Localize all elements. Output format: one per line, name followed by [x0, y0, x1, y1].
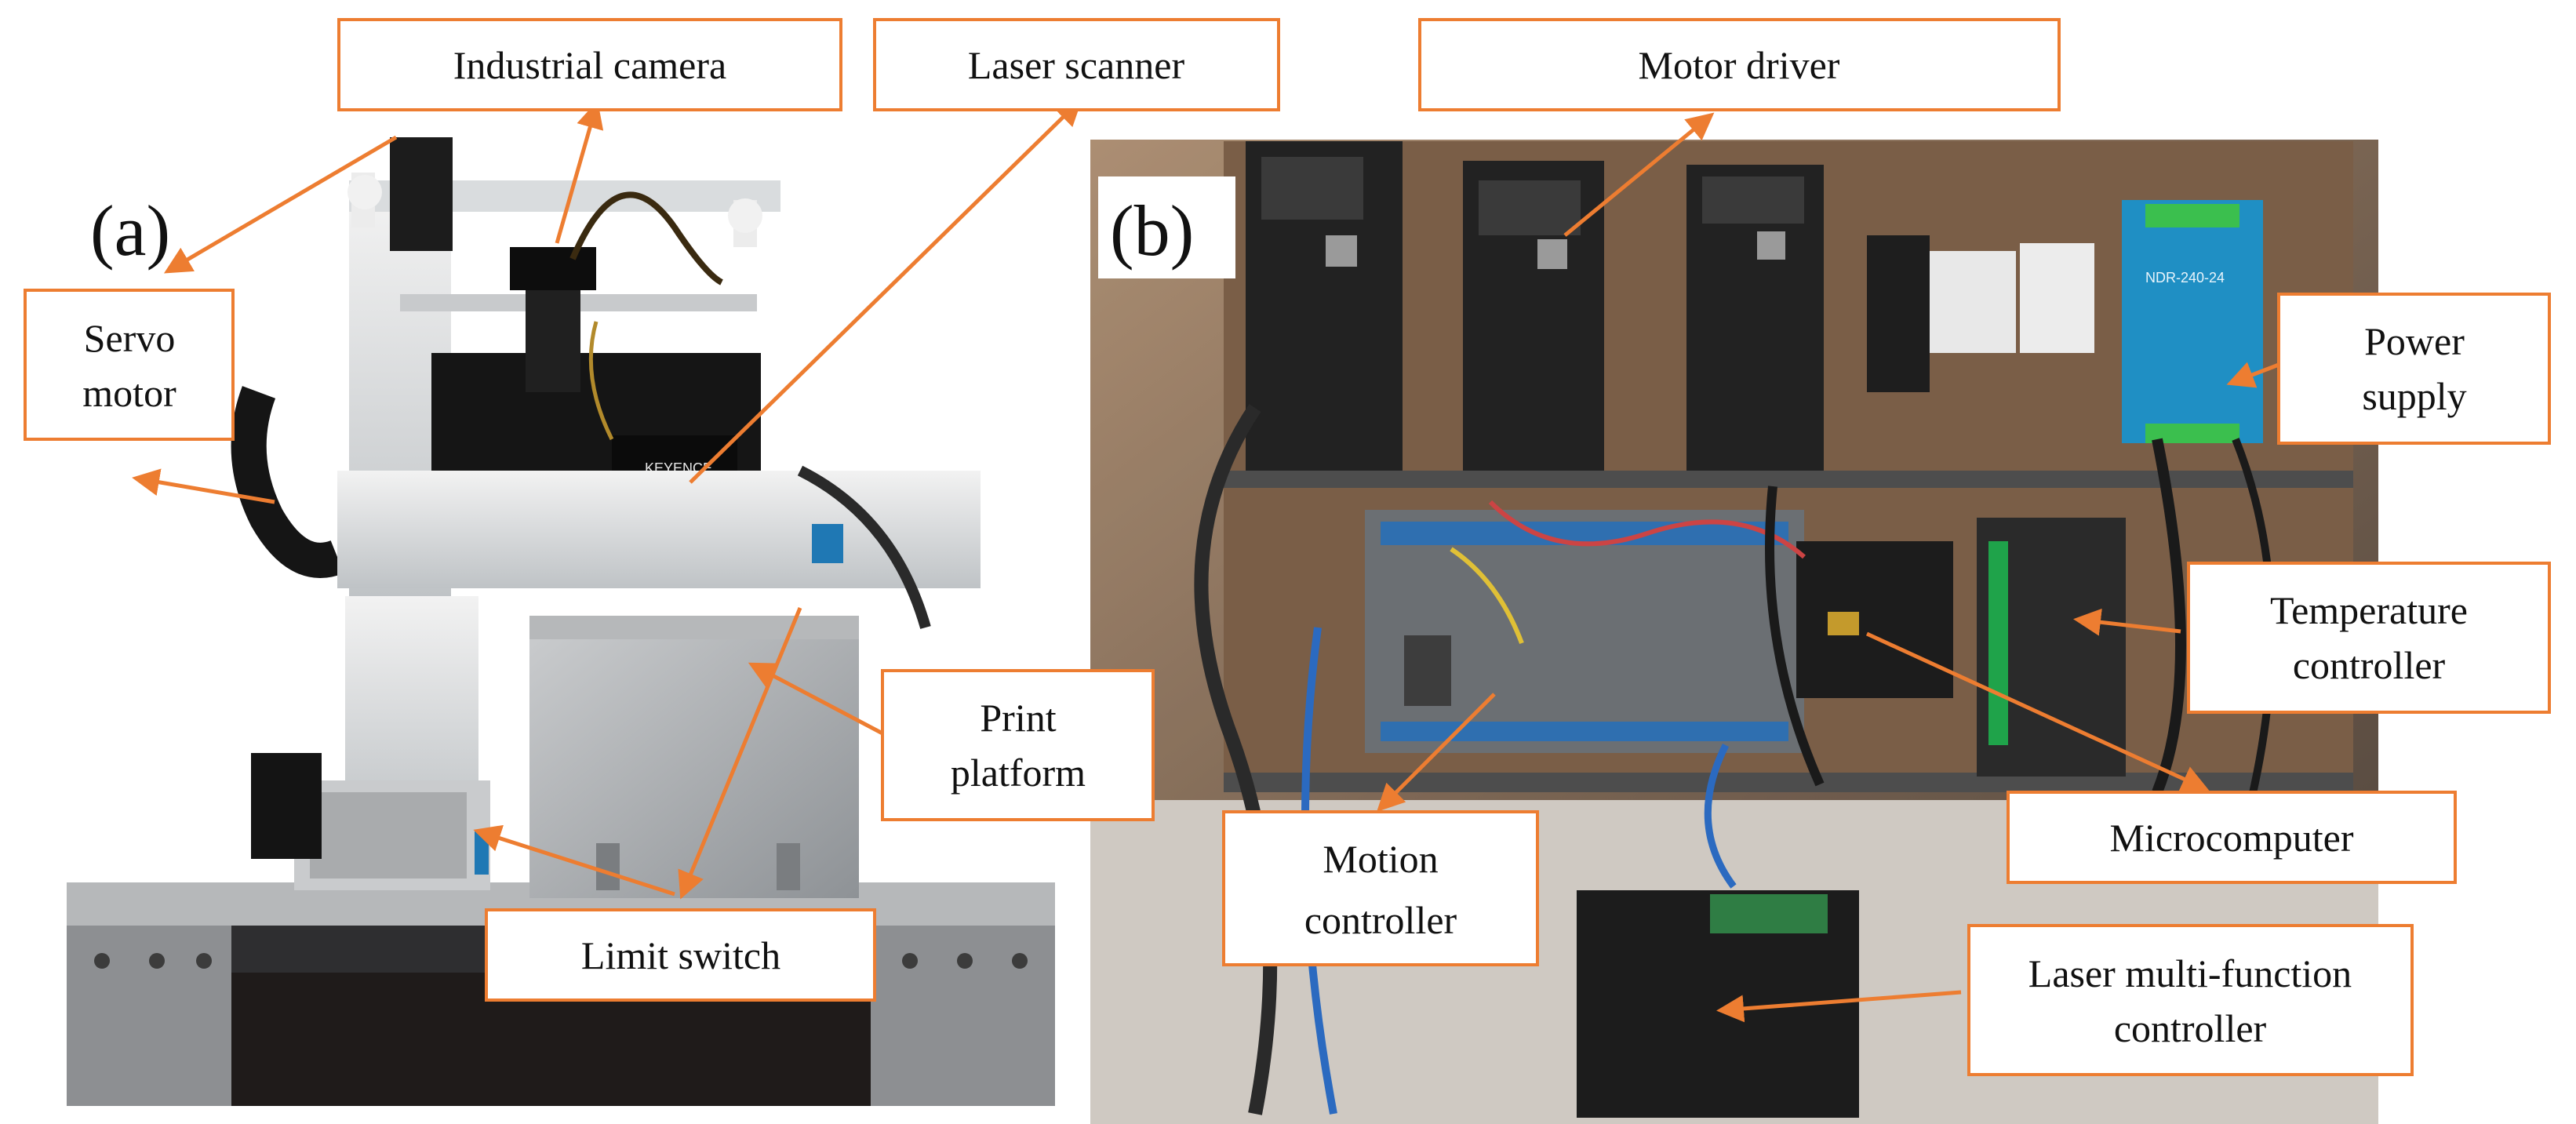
callout-servo-motor-box	[24, 289, 235, 441]
arrow-servo-side	[132, 468, 275, 504]
callout-industrial-camera-box	[337, 18, 842, 111]
arrow-print-platform-2	[678, 607, 802, 900]
callout-print-platform-box	[881, 669, 1155, 821]
panel-label-b-bg	[1098, 176, 1235, 278]
callout-print-platform-line1: Print	[980, 696, 1056, 740]
arrow-motor-driver	[1563, 112, 1715, 237]
panel-label-b: (b)	[1110, 191, 1194, 271]
callout-print-platform-line2: platform	[951, 751, 1086, 795]
arrow-microcomputer	[1865, 631, 2210, 792]
callout-servo-motor-line2: motor	[82, 371, 176, 415]
arrow-laser-scanner	[689, 98, 1082, 484]
callout-motion-controller-line2: controller	[1304, 898, 1457, 942]
psu	[2122, 200, 2263, 443]
callout-motor-driver-box	[1418, 18, 2061, 111]
callout-laser-multifunction-line1: Laser multi-function	[2028, 951, 2352, 995]
callout-laser-scanner: Laser scanner	[968, 43, 1185, 87]
callout-temperature-controller-line1: Temperature	[2270, 588, 2468, 632]
panel-label-a: (a)	[90, 191, 170, 271]
arrow-power-supply	[2226, 362, 2279, 388]
callout-limit-switch: Limit switch	[581, 933, 780, 977]
callout-microcomputer: Microcomputer	[2109, 816, 2353, 860]
callout-temperature-controller-box	[2187, 562, 2551, 714]
callout-industrial-camera: Industrial camera	[453, 43, 726, 87]
arrow-print-platform-1	[748, 662, 884, 736]
callout-laser-scanner-box	[873, 18, 1280, 111]
callout-motion-controller-line1: Motion	[1323, 837, 1438, 881]
callout-microcomputer-box	[2007, 791, 2457, 884]
arrow-industrial-camera	[555, 100, 604, 244]
arrow-servo-top	[163, 135, 398, 274]
callout-servo-motor-line1: Servo	[84, 316, 176, 360]
callout-laser-multifunction-line2: controller	[2114, 1006, 2267, 1050]
arrow-limit-switch	[473, 824, 675, 897]
arrow-laser-multifunction	[1716, 990, 1962, 1023]
motion-controller-unit	[1365, 510, 1804, 753]
arrow-motion-controller	[1377, 693, 1496, 812]
psu-model-label: NDR-240-24	[2145, 270, 2225, 286]
microcomputer-board	[1796, 541, 1953, 698]
callout-temperature-controller-line2: controller	[2293, 643, 2446, 687]
servo-motor-top	[390, 137, 453, 251]
callout-power-supply-line2: supply	[2362, 374, 2466, 418]
callout-motion-controller-box	[1222, 810, 1539, 966]
callout-arrows	[132, 98, 2279, 1023]
print-platform	[529, 635, 859, 898]
callout-motor-driver: Motor driver	[1639, 43, 1840, 87]
callout-laser-multifunction-box	[1967, 924, 2414, 1076]
callout-power-supply-box	[2277, 293, 2551, 445]
callout-power-supply-line1: Power	[2364, 319, 2465, 363]
photo-a: KEYENCE	[0, 0, 1086, 1124]
x-axis-rail	[337, 471, 981, 588]
arrow-temperature-controller	[2073, 608, 2181, 636]
callout-limit-switch-box	[485, 908, 876, 1002]
